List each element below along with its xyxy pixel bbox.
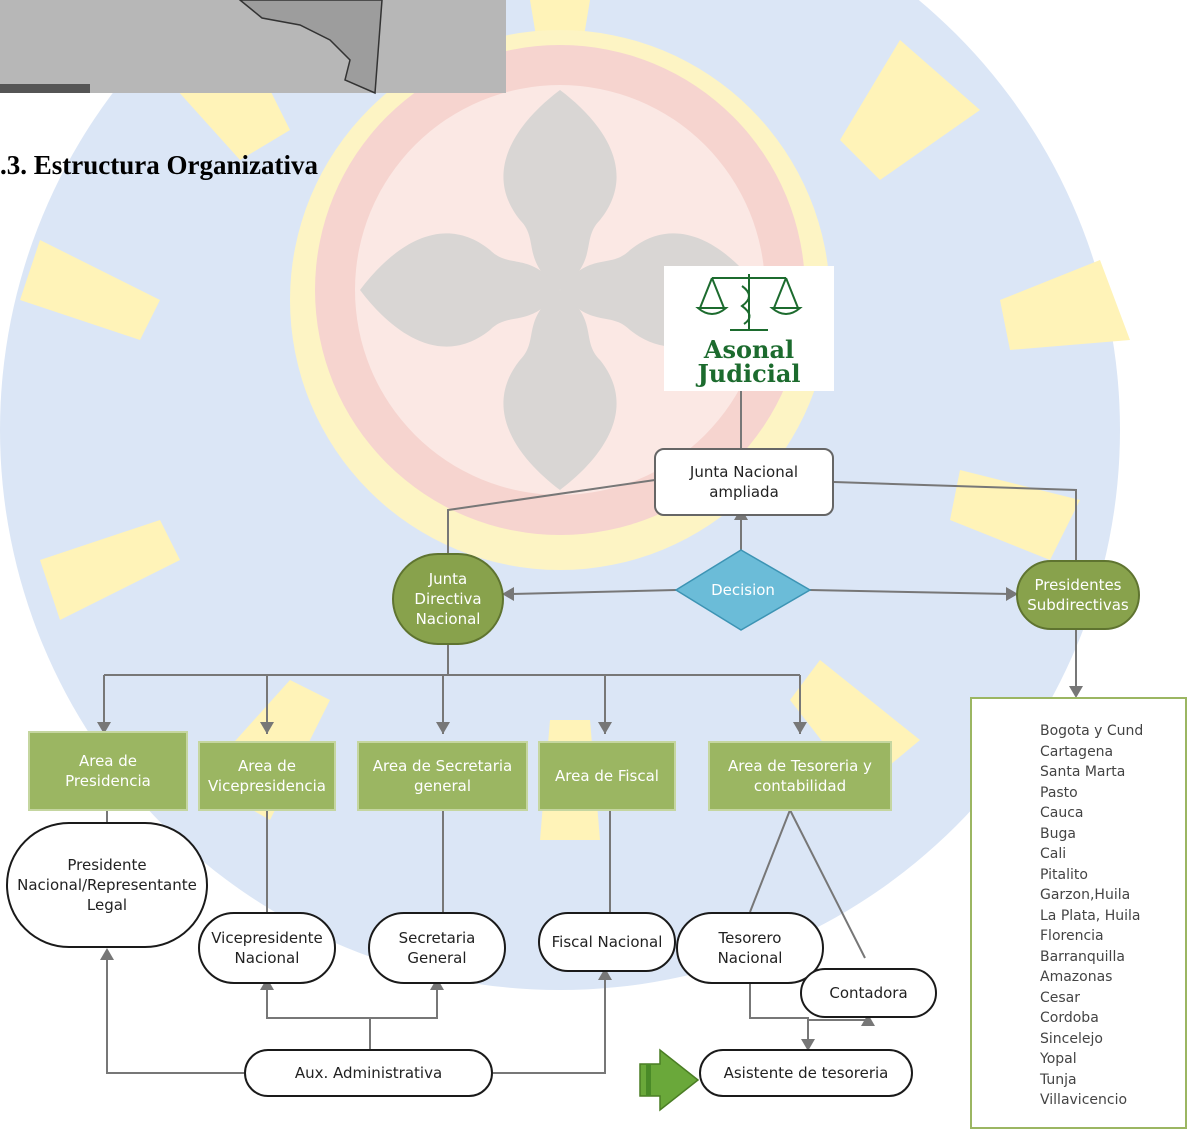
aux-administrativa-node: Aux. Administrativa bbox=[244, 1049, 493, 1097]
decision-label: Decision bbox=[711, 581, 775, 599]
logo-line-1: Asonal bbox=[703, 335, 795, 364]
presidentes-subdirectivas-label: Presidentes Subdirectivas bbox=[1027, 576, 1129, 614]
tesorero-node: Tesorero Nacional bbox=[676, 912, 824, 984]
junta-nacional-node: Junta Nacional ampliada bbox=[654, 448, 834, 516]
subdirectiva-item: Garzon,Huila bbox=[1040, 887, 1131, 903]
subdirectiva-item: Yopal bbox=[1040, 1051, 1077, 1067]
area-vicepresidencia-node: Area de Vicepresidencia bbox=[198, 741, 336, 811]
subdirectiva-item: Amazonas bbox=[1040, 969, 1113, 985]
junta-directiva-node: Junta Directiva Nacional bbox=[392, 553, 504, 645]
area-vicepresidencia-label: Area de Vicepresidencia bbox=[207, 757, 326, 795]
area-secretaria-node: Area de Secretaria general bbox=[357, 741, 528, 811]
area-presidencia-node: Area de Presidencia bbox=[28, 731, 188, 811]
subdirectiva-item: Bogota y Cund bbox=[1040, 723, 1144, 739]
section-heading: .3. Estructura Organizativa bbox=[0, 150, 318, 180]
subdirectiva-item: Villavicencio bbox=[1040, 1092, 1128, 1108]
map-scale-bar bbox=[0, 84, 90, 93]
subdirectiva-item: Santa Marta bbox=[1040, 764, 1126, 780]
area-fiscal-node: Area de Fiscal bbox=[538, 741, 676, 811]
asistente-tesoreria-node: Asistente de tesoreria bbox=[699, 1049, 913, 1097]
connector-lines bbox=[103, 390, 1077, 1074]
subdirectiva-item: Florencia bbox=[1040, 928, 1104, 944]
fiscal-nacional-label: Fiscal Nacional bbox=[551, 933, 663, 951]
arrowheads bbox=[97, 508, 1083, 1051]
decision-diamond bbox=[674, 549, 812, 631]
area-tesoreria-node: Area de Tesoreria y contabilidad bbox=[708, 741, 892, 811]
subdirectiva-item: Buga bbox=[1040, 825, 1076, 842]
presidentes-subdirectivas-node: Presidentes Subdirectivas bbox=[1016, 560, 1140, 630]
secretaria-general-label: Secretaria General bbox=[398, 929, 476, 967]
contadora-label: Contadora bbox=[829, 984, 908, 1002]
subdirectiva-item: Cauca bbox=[1040, 805, 1084, 821]
asistente-tesoreria-label: Asistente de tesoreria bbox=[723, 1064, 889, 1082]
aux-administrativa-label: Aux. Administrativa bbox=[294, 1064, 443, 1082]
subdirectiva-item: Pitalito bbox=[1040, 866, 1088, 883]
area-secretaria-label: Area de Secretaria general bbox=[372, 757, 513, 795]
green-arrow-icon bbox=[639, 1048, 700, 1112]
fiscal-nacional-node: Fiscal Nacional bbox=[538, 912, 676, 972]
contadora-node: Contadora bbox=[800, 968, 937, 1018]
area-presidencia-label: Area de Presidencia bbox=[65, 752, 151, 790]
junta-nacional-label: Junta Nacional ampliada bbox=[689, 463, 799, 501]
subdirectiva-item: Pasto bbox=[1040, 784, 1078, 801]
presidente-nacional-label: Presidente Nacional/Representante Legal bbox=[17, 856, 197, 914]
subdirectiva-item: Cali bbox=[1040, 846, 1067, 862]
subdirectiva-item: Cesar bbox=[1040, 989, 1081, 1006]
subdirectiva-item: Cordoba bbox=[1040, 1010, 1099, 1026]
presidente-nacional-node: Presidente Nacional/Representante Legal bbox=[6, 822, 208, 948]
asonal-logo: Asonal Judicial bbox=[664, 266, 834, 391]
subdirectiva-item: Cartagena bbox=[1040, 743, 1114, 760]
scales-of-justice-icon bbox=[695, 274, 803, 331]
secretaria-general-node: Secretaria General bbox=[368, 912, 506, 984]
map-region-shape bbox=[238, 0, 383, 95]
subdirectiva-item: La Plata, Huila bbox=[1040, 907, 1141, 924]
vicepresidente-node: Vicepresidente Nacional bbox=[198, 912, 336, 984]
subdirectiva-item: Barranquilla bbox=[1040, 948, 1125, 965]
area-tesoreria-label: Area de Tesoreria y contabilidad bbox=[728, 757, 872, 795]
map-fragment bbox=[0, 0, 506, 93]
tesorero-label: Tesorero Nacional bbox=[717, 929, 783, 967]
area-fiscal-label: Area de Fiscal bbox=[555, 767, 659, 785]
logo-line-2: Judicial bbox=[697, 359, 801, 388]
vicepresidente-label: Vicepresidente Nacional bbox=[211, 929, 323, 967]
junta-directiva-label: Junta Directiva Nacional bbox=[414, 570, 482, 628]
subdirectiva-item: Sincelejo bbox=[1040, 1030, 1103, 1047]
subdirectiva-item: Tunja bbox=[1040, 1071, 1077, 1088]
